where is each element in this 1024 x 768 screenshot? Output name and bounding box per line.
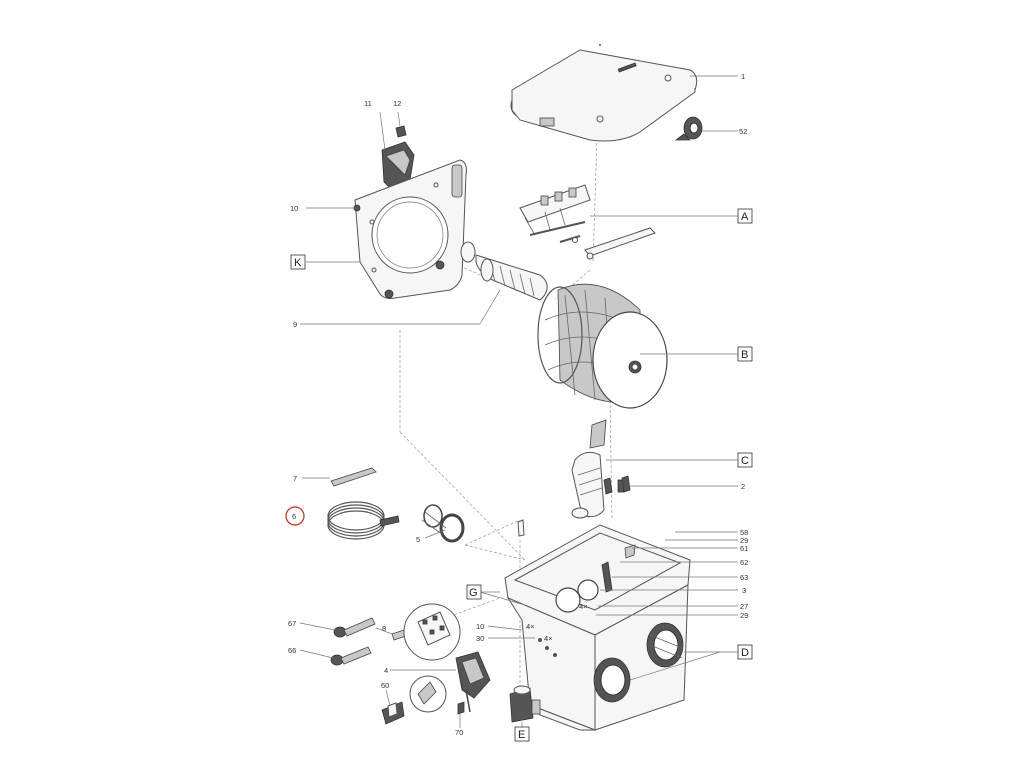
detail-circle-part-60 [381,675,447,725]
label-10-lower: 10 [476,622,484,631]
uv-control-part-11[interactable] [381,141,415,191]
svg-text:A: A [741,211,749,223]
label-52: 52 [739,127,747,136]
ballast-part-4[interactable] [455,651,491,713]
label-66: 66 [288,646,296,655]
label-29-lower: 29 [740,611,748,620]
label-12: 12 [393,99,401,108]
label-10-top: 10 [290,204,298,213]
housing-outlet-upper[interactable] [646,622,684,668]
part-number-labels: 1 52 11 12 10 9 7 6 5 2 58 29 61 62 63 3… [288,72,748,737]
label-7: 7 [293,474,297,483]
label-3: 3 [742,586,746,595]
label-29-upper: 29 [740,536,748,545]
svg-text:E: E [518,729,525,741]
assembly-group-boxes: A B C D E G K [290,208,753,742]
label-9: 9 [293,320,297,329]
label-4: 4 [384,666,388,675]
box-a[interactable]: A [737,208,753,224]
label-5: 5 [416,535,420,544]
box-d[interactable]: D [737,644,753,660]
detail-circle-terminal [403,603,461,661]
svg-text:C: C [741,455,749,467]
ring-set-part-5[interactable] [421,504,465,543]
label-2: 2 [741,482,745,491]
label-27: 27 [740,602,748,611]
drain-valve-e[interactable] [509,685,541,723]
label-67: 67 [288,619,296,628]
label-8: 8 [382,624,386,633]
connector-part-66[interactable] [330,646,372,666]
label-11: 11 [364,99,372,108]
valve-rod[interactable] [517,519,525,537]
box-b[interactable]: B [737,346,753,362]
box-g[interactable]: G [466,584,482,600]
svg-text:B: B [741,349,748,361]
label-4x-30: 4× [544,634,553,643]
label-60: 60 [381,681,389,690]
label-63: 63 [740,573,748,582]
label-62: 62 [740,558,748,567]
lid-part[interactable] [510,44,698,142]
stake-part-7[interactable] [330,467,377,487]
svg-text:K: K [294,257,302,269]
box-k[interactable]: K [290,254,306,270]
tape-roll-part[interactable] [674,116,703,141]
label-30: 30 [476,634,484,643]
svg-text:D: D [741,647,749,659]
housing-outlet-lower[interactable] [593,657,631,703]
clip-part-2[interactable] [621,475,631,493]
label-70: 70 [455,728,463,737]
mounting-plate-k[interactable] [353,159,467,299]
coiled-hose-part-6[interactable] [327,501,400,540]
svg-text:G: G [469,587,478,599]
filter-tube-part-9[interactable] [460,241,548,301]
label-6[interactable]: 6 [292,512,296,521]
leader-lines [299,75,738,728]
label-61: 61 [740,544,748,553]
label-1: 1 [741,72,745,81]
uv-lamp-c[interactable] [571,419,625,519]
fitting-assembly-a[interactable] [519,184,656,260]
filter-drum-b[interactable] [537,283,668,409]
cap-part-12[interactable] [395,125,407,138]
connector-part-67[interactable] [333,617,376,638]
highlight-circle-6 [285,506,305,526]
box-e[interactable]: E [514,726,530,742]
pin-part-70[interactable] [457,701,465,715]
label-4x-housing: 4× [579,602,588,611]
label-4x-10: 4× [526,622,535,631]
label-58: 58 [740,528,748,537]
box-c[interactable]: C [737,452,753,468]
